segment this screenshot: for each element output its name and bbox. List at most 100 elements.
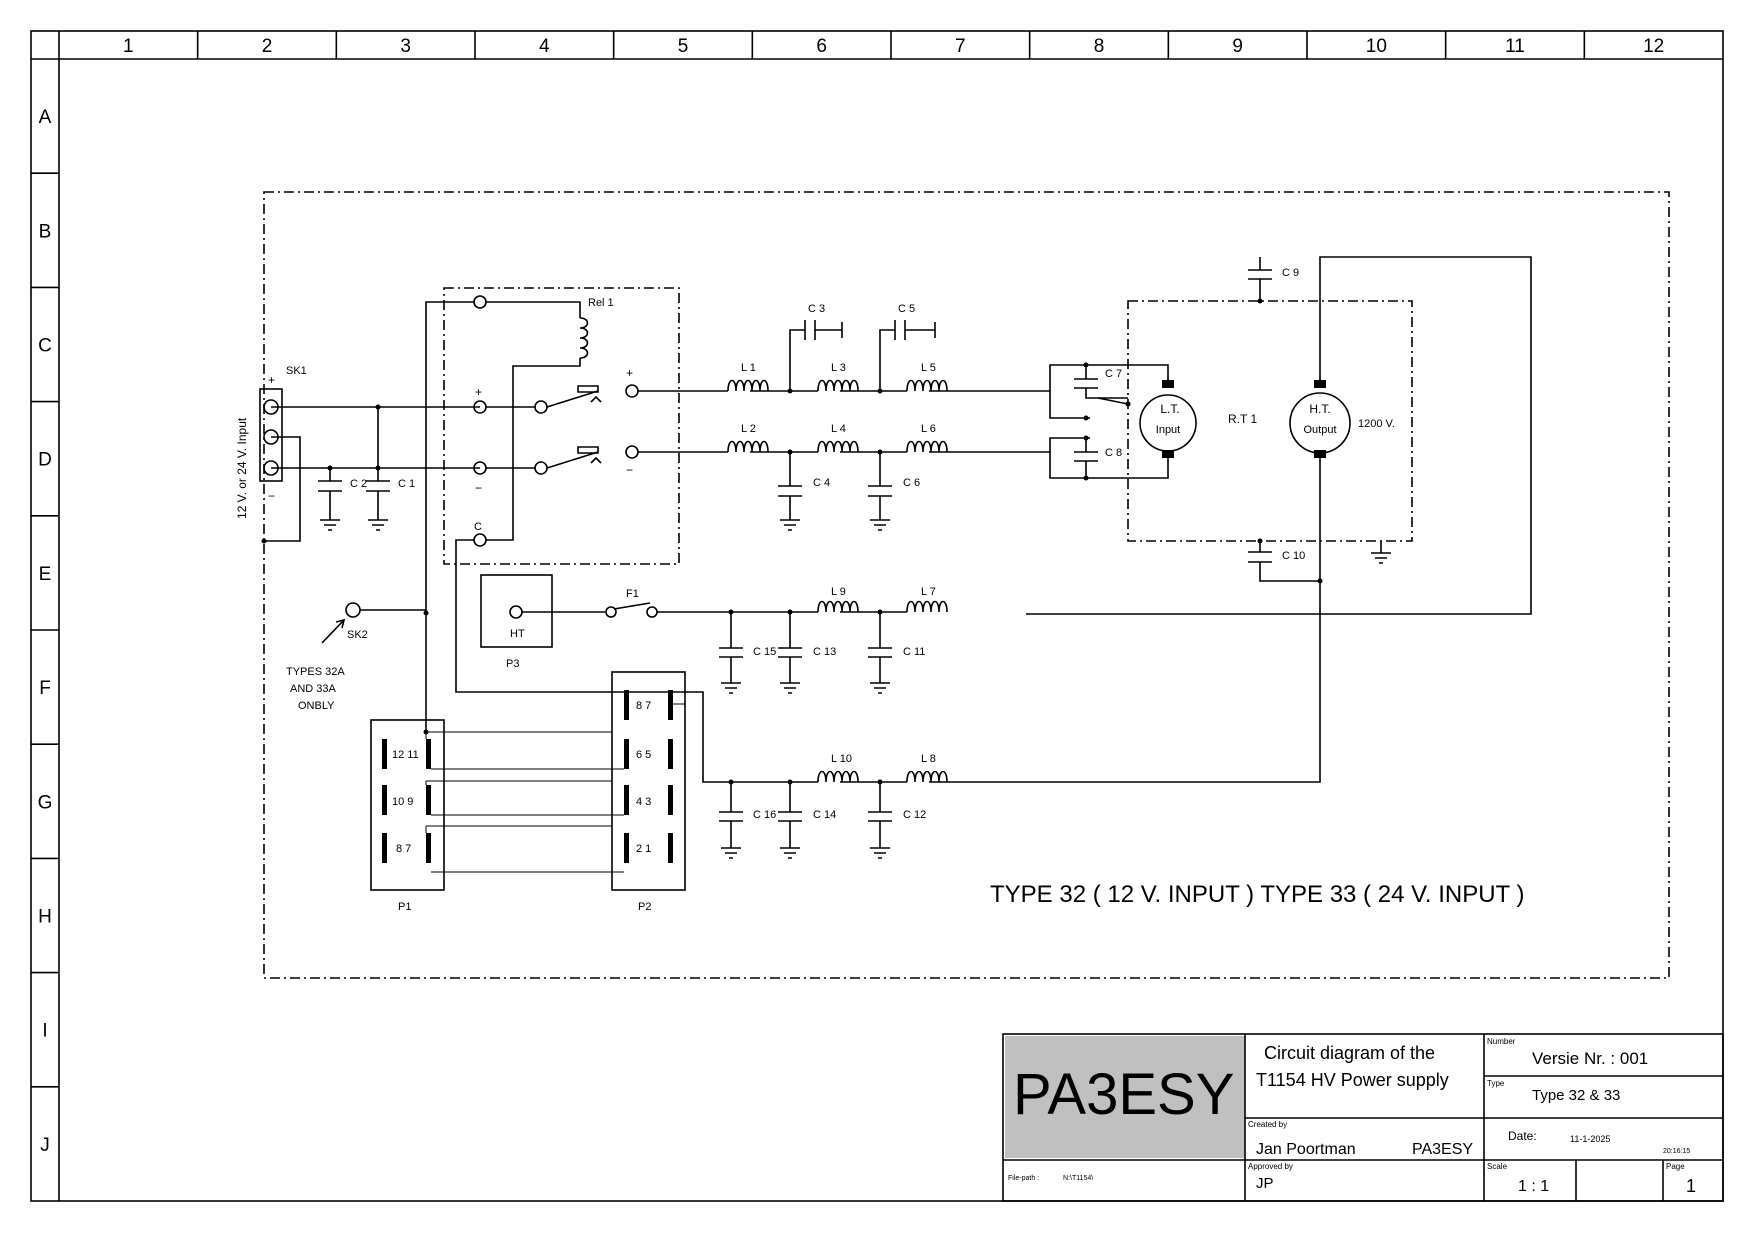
rel1-label: Rel 1 [588,297,614,309]
column-label-10: 10 [1366,36,1387,57]
approved-value: JP [1256,1175,1274,1192]
relay-minus-right: − [626,463,633,477]
column-label-7: 7 [955,36,966,57]
rotary-transformer-enclosure [1127,300,1413,542]
date-value: 11-1-2025 [1570,1134,1610,1144]
p2-pins-4: 2 1 [636,843,651,855]
sk1-label: SK1 [286,365,307,377]
c14-label: C 14 [813,809,836,821]
row-label-I: I [42,1021,47,1042]
l2-label: L 2 [741,423,756,435]
ht-label-bottom: Output [1303,424,1336,436]
logo-box [1005,1036,1245,1158]
column-label-9: 9 [1232,36,1243,57]
row-label-J: J [40,1135,50,1156]
types-note-1: TYPES 32A [286,666,345,678]
relay-minus-left: − [475,481,482,495]
l8-label: L 8 [921,753,936,765]
relay-plus-right: + [626,366,633,380]
sk2-connector [345,602,361,618]
row-label-E: E [39,564,52,585]
c11-label: C 11 [903,646,925,658]
c16-label: C 16 [753,809,776,821]
l5-label: L 5 [921,362,936,374]
lt-label-bottom: Input [1156,424,1180,436]
column-label-3: 3 [400,36,411,57]
relay-plus-left: + [475,385,482,399]
p1-label: P1 [398,901,411,913]
rt1-label: R.T 1 [1228,412,1257,426]
p3-ht-box [480,574,553,648]
column-label-5: 5 [678,36,689,57]
type-value: Type 32 & 33 [1532,1087,1620,1104]
created-call: PA3ESY [1412,1141,1473,1158]
schematic-labels: 12 V. or 24 V. Input SK1 + − SK2 TYPES 3… [235,267,1524,913]
row-label-D: D [38,450,52,471]
page-label: Page [1666,1162,1685,1171]
column-label-8: 8 [1094,36,1105,57]
c10-label: C 10 [1282,550,1305,562]
p2-pins-3: 4 3 [636,796,651,808]
column-label-1: 1 [123,36,134,57]
p1-pins-3: 8 7 [396,843,411,855]
enclosure-outline [263,191,1670,979]
p2-pins-2: 6 5 [636,749,651,761]
c12-label: C 12 [903,809,926,821]
row-label-G: G [38,792,53,813]
l3-label: L 3 [831,362,846,374]
column-label-12: 12 [1643,36,1664,57]
approved-label: Approved by [1248,1162,1293,1171]
page-value: 1 [1686,1176,1696,1196]
f1-label: F1 [626,588,639,600]
filepath-value: N:\T1154\ [1063,1175,1093,1182]
c5-label: C 5 [898,303,915,315]
type-caption: TYPE 32 ( 12 V. INPUT ) TYPE 33 ( 24 V. … [990,881,1524,908]
output-voltage-label: 1200 V. [1358,418,1395,430]
drawing-title-line1: Circuit diagram of the [1264,1043,1435,1063]
l9-label: L 9 [831,586,846,598]
c7-label: C 7 [1105,368,1122,380]
p1-pins-1: 12 11 [392,749,419,761]
p3-label: P3 [506,658,519,670]
c8-label: C 8 [1105,447,1122,459]
l7-label: L 7 [921,586,936,598]
c13-label: C 13 [813,646,836,658]
title-block: PA3ESY Circuit diagram of the T1154 HV P… [1002,1033,1724,1202]
l10-label: L 10 [831,753,852,765]
c1-label: C 1 [398,478,415,490]
c4-label: C 4 [813,477,830,489]
created-name: Jan Poortman [1256,1141,1356,1158]
scale-label: Scale [1487,1162,1508,1171]
p2-pins-1: 8 7 [636,700,651,712]
column-label-2: 2 [262,36,273,57]
types-note-2: AND 33A [290,683,337,695]
c9-label: C 9 [1282,267,1299,279]
sk1-connector [259,388,283,482]
c3-label: C 3 [808,303,825,315]
column-label-11: 11 [1505,36,1525,57]
row-label-C: C [38,336,52,357]
scale-value: 1 : 1 [1518,1178,1549,1195]
row-label-B: B [39,221,52,242]
input-voltage-label: 12 V. or 24 V. Input [235,417,249,519]
logo-text: PA3ESY [1013,1062,1234,1127]
relay-c-label: C [474,521,482,533]
lt-label-top: L.T. [1160,402,1179,416]
time-value: 20:16:15 [1663,1148,1690,1155]
sk2-label: SK2 [347,629,368,641]
date-label: Date: [1508,1129,1537,1143]
number-value: Versie Nr. : 001 [1532,1049,1648,1068]
ht-label-top: H.T. [1309,402,1330,416]
p1-pins-2: 10 9 [392,796,413,808]
row-label-H: H [38,907,52,928]
filepath-label: File-path : [1008,1175,1039,1182]
c6-label: C 6 [903,477,920,489]
p1-connector-block [370,719,445,891]
circuit-wiring [259,256,1532,891]
drawing-frame [30,30,1724,1202]
created-label: Created by [1248,1120,1287,1129]
relay-enclosure [443,287,680,565]
